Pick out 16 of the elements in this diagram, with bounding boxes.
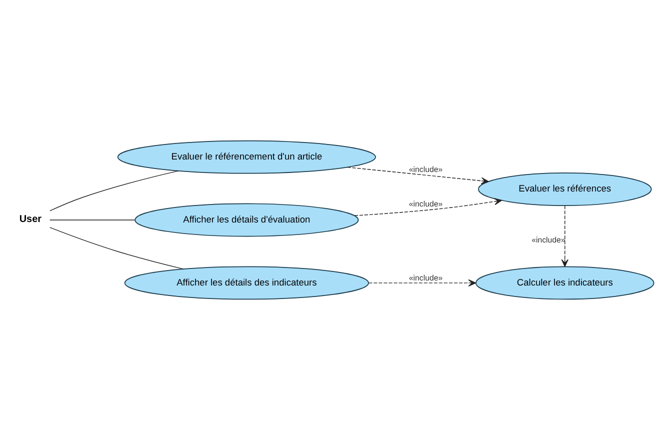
arrow xyxy=(561,204,568,267)
edge-label: «include» xyxy=(408,164,443,174)
edge-label: «include» xyxy=(532,235,566,244)
arrow xyxy=(368,278,476,286)
node-ellipse: Afficher les détails des indicateurs xyxy=(124,266,369,300)
arrow xyxy=(354,197,502,216)
node-ellipse: Calculer les indicateurs xyxy=(475,266,654,300)
node-ellipse: Evaluer le référencement d'un article xyxy=(117,140,376,174)
connector xyxy=(50,226,184,269)
edge-label: «include» xyxy=(408,273,443,282)
edge-label: «include» xyxy=(408,198,443,208)
arrow xyxy=(347,166,489,184)
connector xyxy=(50,170,180,211)
connector xyxy=(50,218,135,220)
node-ellipse: Afficher les détails d'évaluation xyxy=(134,202,359,236)
node-text: User xyxy=(19,213,42,224)
